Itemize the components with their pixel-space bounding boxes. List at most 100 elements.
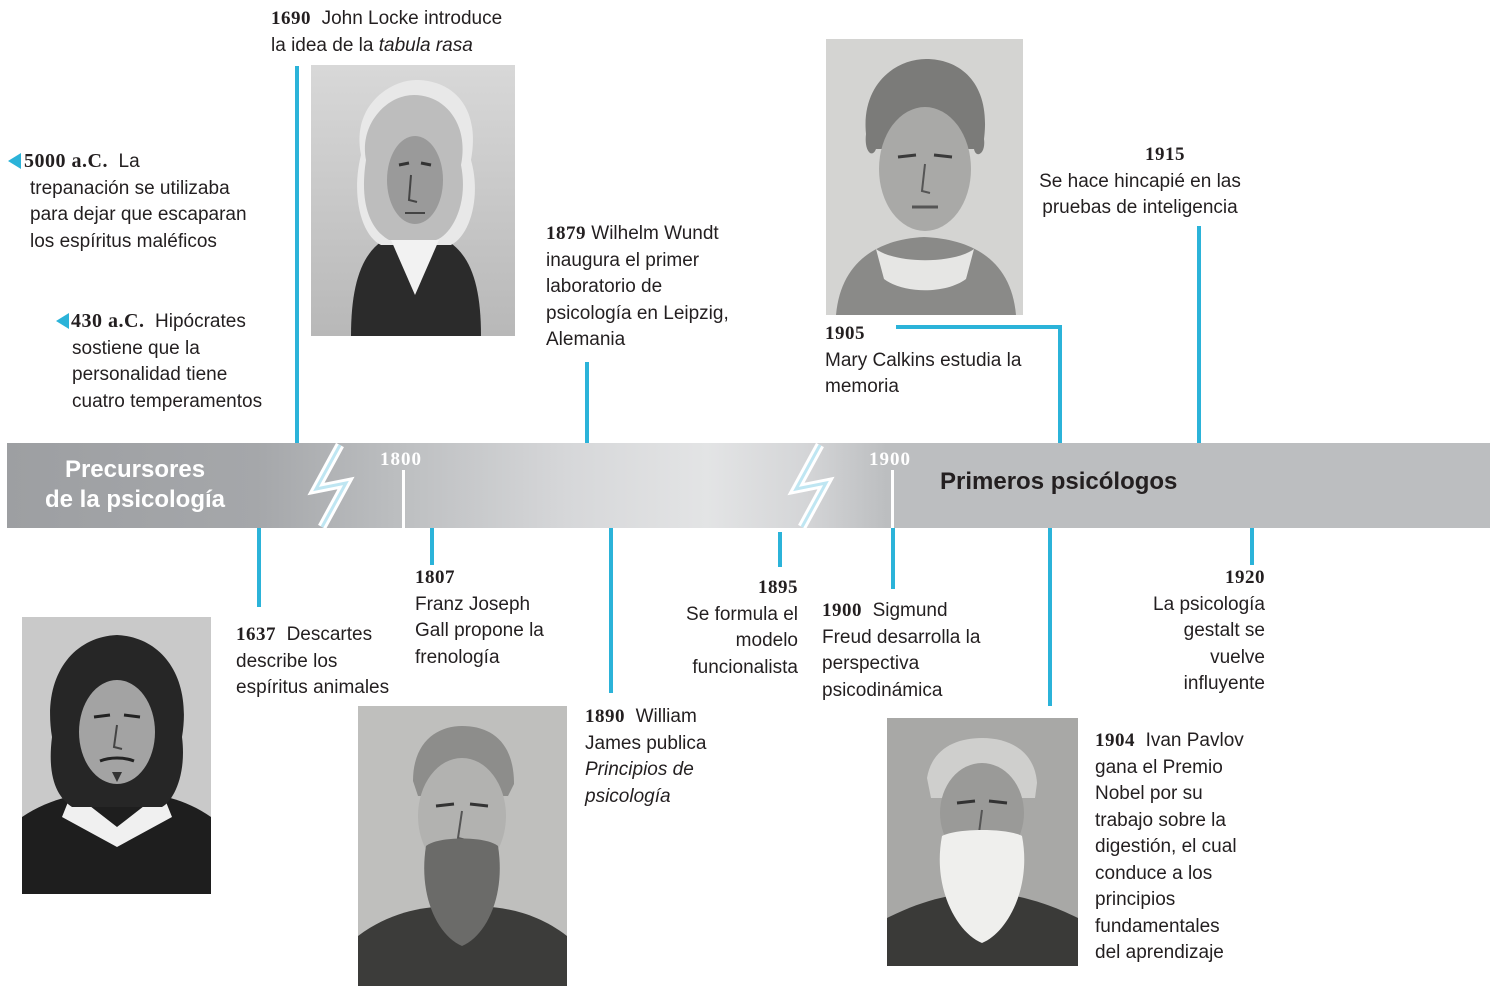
- event-line: pruebas de inteligencia: [1042, 197, 1238, 218]
- event-line: memoria: [825, 376, 899, 397]
- tick-1800: [402, 470, 405, 528]
- event-year: 1920: [1225, 567, 1265, 588]
- event-year: 5000 a.C.: [24, 150, 108, 172]
- event-line: Mary Calkins estudia la: [825, 349, 1022, 371]
- tick-1900: [891, 470, 894, 528]
- lightning-break-icon: [787, 443, 835, 528]
- event-line: principios: [1095, 889, 1176, 910]
- event-1890: 1890 William James publica Principios de…: [585, 704, 745, 810]
- portrait-william-james: [358, 706, 567, 986]
- event-line: perspectiva: [822, 653, 920, 674]
- event-line: psicodinámica: [822, 679, 943, 701]
- event-text: la idea de la: [271, 34, 379, 56]
- event-line: la idea de la tabula rasa: [271, 33, 551, 60]
- connector-1807: [430, 527, 434, 565]
- era-label-precursors: Precursores de la psicología: [30, 455, 240, 515]
- event-line: laboratorio de: [546, 276, 663, 297]
- portrait-locke: [311, 65, 515, 336]
- event-year: 1904: [1095, 730, 1135, 751]
- event-5000bc: 5000 a.C. La trepanación se utilizaba pa…: [8, 148, 268, 255]
- event-1879: 1879 Wilhelm Wundt inaugura el primer la…: [546, 221, 766, 354]
- connector-1904: [1048, 527, 1052, 706]
- connector-1905-h: [896, 325, 1062, 329]
- event-line: Principios de: [585, 759, 694, 780]
- event-line: del aprendizaje: [1095, 942, 1224, 963]
- era-label-first-psychologists: Primeros psicólogos: [940, 468, 1178, 495]
- event-line: Se formula el: [686, 603, 798, 625]
- event-year: 1807: [415, 567, 455, 588]
- event-line: personalidad tiene: [72, 364, 228, 385]
- event-text: La: [118, 151, 140, 172]
- event-line: 430 a.C. Hipócrates: [56, 308, 286, 336]
- event-430bc: 430 a.C. Hipócrates sostiene que la pers…: [56, 308, 286, 415]
- event-line: conduce a los: [1095, 862, 1213, 884]
- event-line: funcionalista: [692, 656, 798, 678]
- event-year: 1905: [825, 323, 865, 344]
- connector-1905: [1058, 325, 1062, 444]
- event-line: trabajo sobre la: [1095, 809, 1226, 831]
- event-1920: 1920 La psicología gestalt se vuelve inf…: [1110, 565, 1265, 698]
- event-1637: 1637 Descartes describe los espíritus an…: [236, 622, 416, 702]
- lightning-break-icon: [307, 443, 355, 528]
- event-year: 1900: [822, 600, 862, 621]
- event-1807: 1807 Franz Joseph Gall propone la frenol…: [415, 565, 575, 671]
- event-line: 1637 Descartes: [236, 622, 416, 649]
- event-line: cuatro temperamentos: [72, 390, 263, 412]
- portrait-calkins: [826, 39, 1023, 315]
- event-line: sostiene que la: [72, 337, 200, 359]
- connector-1915: [1197, 226, 1201, 444]
- connector-1637: [257, 527, 261, 607]
- tick-label-1800: 1800: [380, 449, 422, 470]
- event-text: Sigmund: [872, 600, 948, 621]
- portrait-pavlov: [887, 718, 1078, 966]
- connector-1890: [609, 527, 613, 693]
- event-line: describe los: [236, 650, 338, 672]
- event-line: inaugura el primer: [546, 249, 700, 271]
- event-line: gestalt se: [1183, 620, 1265, 641]
- left-triangle-icon: [56, 313, 69, 329]
- era-label-line: de la psicología: [44, 486, 226, 513]
- event-text: Descartes: [286, 624, 373, 645]
- event-line: Franz Joseph: [415, 593, 531, 615]
- event-line: 5000 a.C. La: [8, 148, 268, 176]
- event-line: digestión, el cual: [1095, 836, 1237, 857]
- event-year: 1890: [585, 706, 625, 727]
- event-line: 1879 Wilhelm Wundt: [546, 221, 766, 248]
- event-line: psicología: [585, 785, 671, 807]
- event-1905: 1905 Mary Calkins estudia la memoria: [825, 321, 1065, 401]
- event-line: espíritus animales: [236, 677, 390, 698]
- event-1904: 1904 Ivan Pavlov gana el Premio Nobel po…: [1095, 728, 1275, 967]
- event-line: Se hace hincapié en las: [1039, 170, 1241, 192]
- portrait-descartes: [22, 617, 211, 894]
- event-year: 1690: [271, 8, 311, 29]
- event-line: modelo: [735, 630, 798, 651]
- event-line: James publica: [585, 732, 707, 754]
- event-year: 1879: [546, 223, 586, 244]
- event-line: para dejar que escaparan: [30, 204, 247, 225]
- event-line: La psicología: [1153, 593, 1265, 615]
- connector-1900: [891, 527, 895, 589]
- event-line: Alemania: [546, 329, 626, 350]
- event-line: vuelve: [1210, 646, 1265, 668]
- event-line: gana el Premio: [1095, 756, 1223, 778]
- event-year: 1637: [236, 624, 276, 645]
- event-line: Gall propone la: [415, 620, 544, 641]
- event-line: 1890 William: [585, 704, 745, 731]
- connector-1895: [778, 532, 782, 567]
- event-line: Nobel por su: [1095, 783, 1203, 804]
- event-line: trepanación se utilizaba: [30, 177, 230, 199]
- connector-1920: [1250, 527, 1254, 565]
- event-text: Hipócrates: [155, 311, 246, 332]
- event-1690: 1690 John Locke introduce la idea de la …: [271, 6, 551, 59]
- event-text: John Locke introduce: [321, 8, 503, 29]
- event-text: Wilhelm Wundt: [591, 223, 719, 244]
- connector-1879: [585, 362, 589, 444]
- event-line: 1900 Sigmund: [822, 598, 1012, 625]
- event-1895: 1895 Se formula el modelo funcionalista: [640, 575, 798, 681]
- event-year: 430 a.C.: [71, 310, 145, 332]
- event-text: Ivan Pavlov: [1145, 730, 1244, 751]
- event-line: psicología en Leipzig,: [546, 302, 729, 324]
- event-italic: tabula rasa: [378, 34, 473, 56]
- event-line: 1690 John Locke introduce: [271, 6, 551, 33]
- event-1915: 1915 Se hace hincapié en las pruebas de …: [1020, 142, 1260, 222]
